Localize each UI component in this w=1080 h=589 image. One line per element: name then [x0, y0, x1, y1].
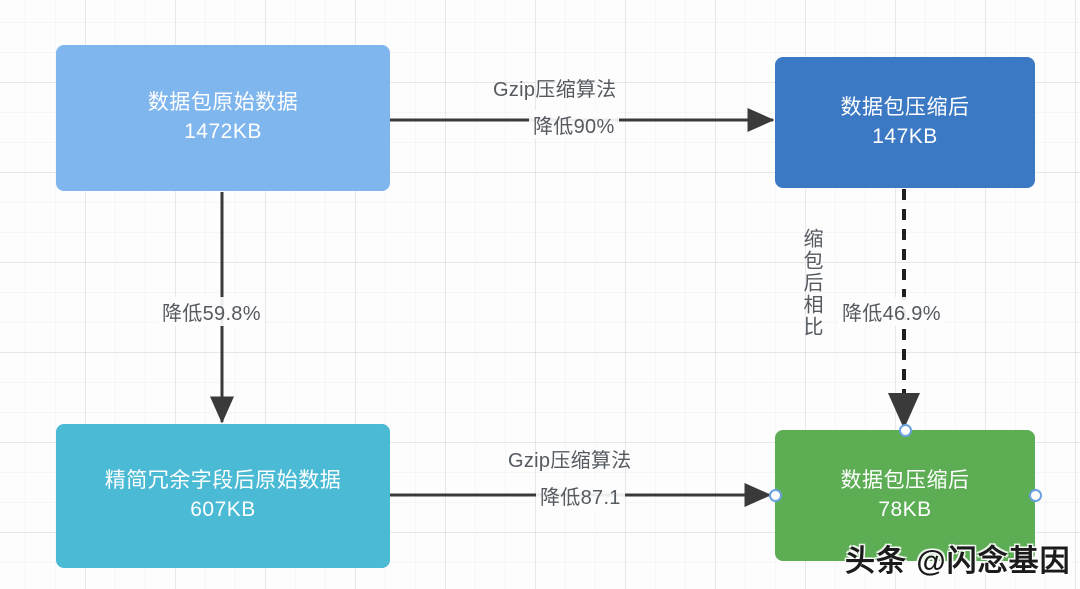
- selection-handle-left[interactable]: [768, 488, 782, 502]
- node-raw-packet-title: 数据包原始数据: [147, 91, 299, 115]
- edge-label-slim-reduction: 降低59.8%: [158, 297, 265, 326]
- edge-label-gzip-bottom-reduction: 降低87.1: [536, 481, 625, 510]
- node-compressed-packet-bottom-title: 数据包压缩后: [840, 468, 970, 492]
- node-compressed-packet-bottom[interactable]: 数据包压缩后 78KB: [775, 430, 1035, 561]
- selection-handle-top[interactable]: [898, 423, 912, 437]
- edge-label-compare-after-packing: 缩包后相比: [800, 228, 822, 338]
- node-slimmed-packet[interactable]: 精简冗余字段后原始数据 607KB: [56, 424, 390, 568]
- watermark: 头条 @闪念基因: [845, 545, 1071, 578]
- node-compressed-packet-top[interactable]: 数据包压缩后 147KB: [775, 57, 1035, 188]
- edge-label-gzip-top-reduction: 降低90%: [529, 110, 619, 139]
- node-raw-packet[interactable]: 数据包原始数据 1472KB: [56, 45, 390, 191]
- edge-label-compare-reduction: 降低46.9%: [838, 297, 945, 326]
- node-compressed-packet-top-size: 147KB: [872, 124, 938, 148]
- node-raw-packet-size: 1472KB: [184, 120, 262, 143]
- selection-handle-right[interactable]: [1028, 488, 1042, 502]
- edge-label-gzip-top-algorithm: Gzip压缩算法: [493, 79, 617, 101]
- node-slimmed-packet-size: 607KB: [190, 498, 256, 521]
- node-slimmed-packet-title: 精简冗余字段后原始数据: [104, 469, 342, 493]
- node-compressed-packet-top-title: 数据包压缩后: [840, 95, 970, 119]
- node-compressed-packet-bottom-size: 78KB: [878, 497, 932, 521]
- edge-label-gzip-bottom-algorithm: Gzip压缩算法: [508, 450, 632, 472]
